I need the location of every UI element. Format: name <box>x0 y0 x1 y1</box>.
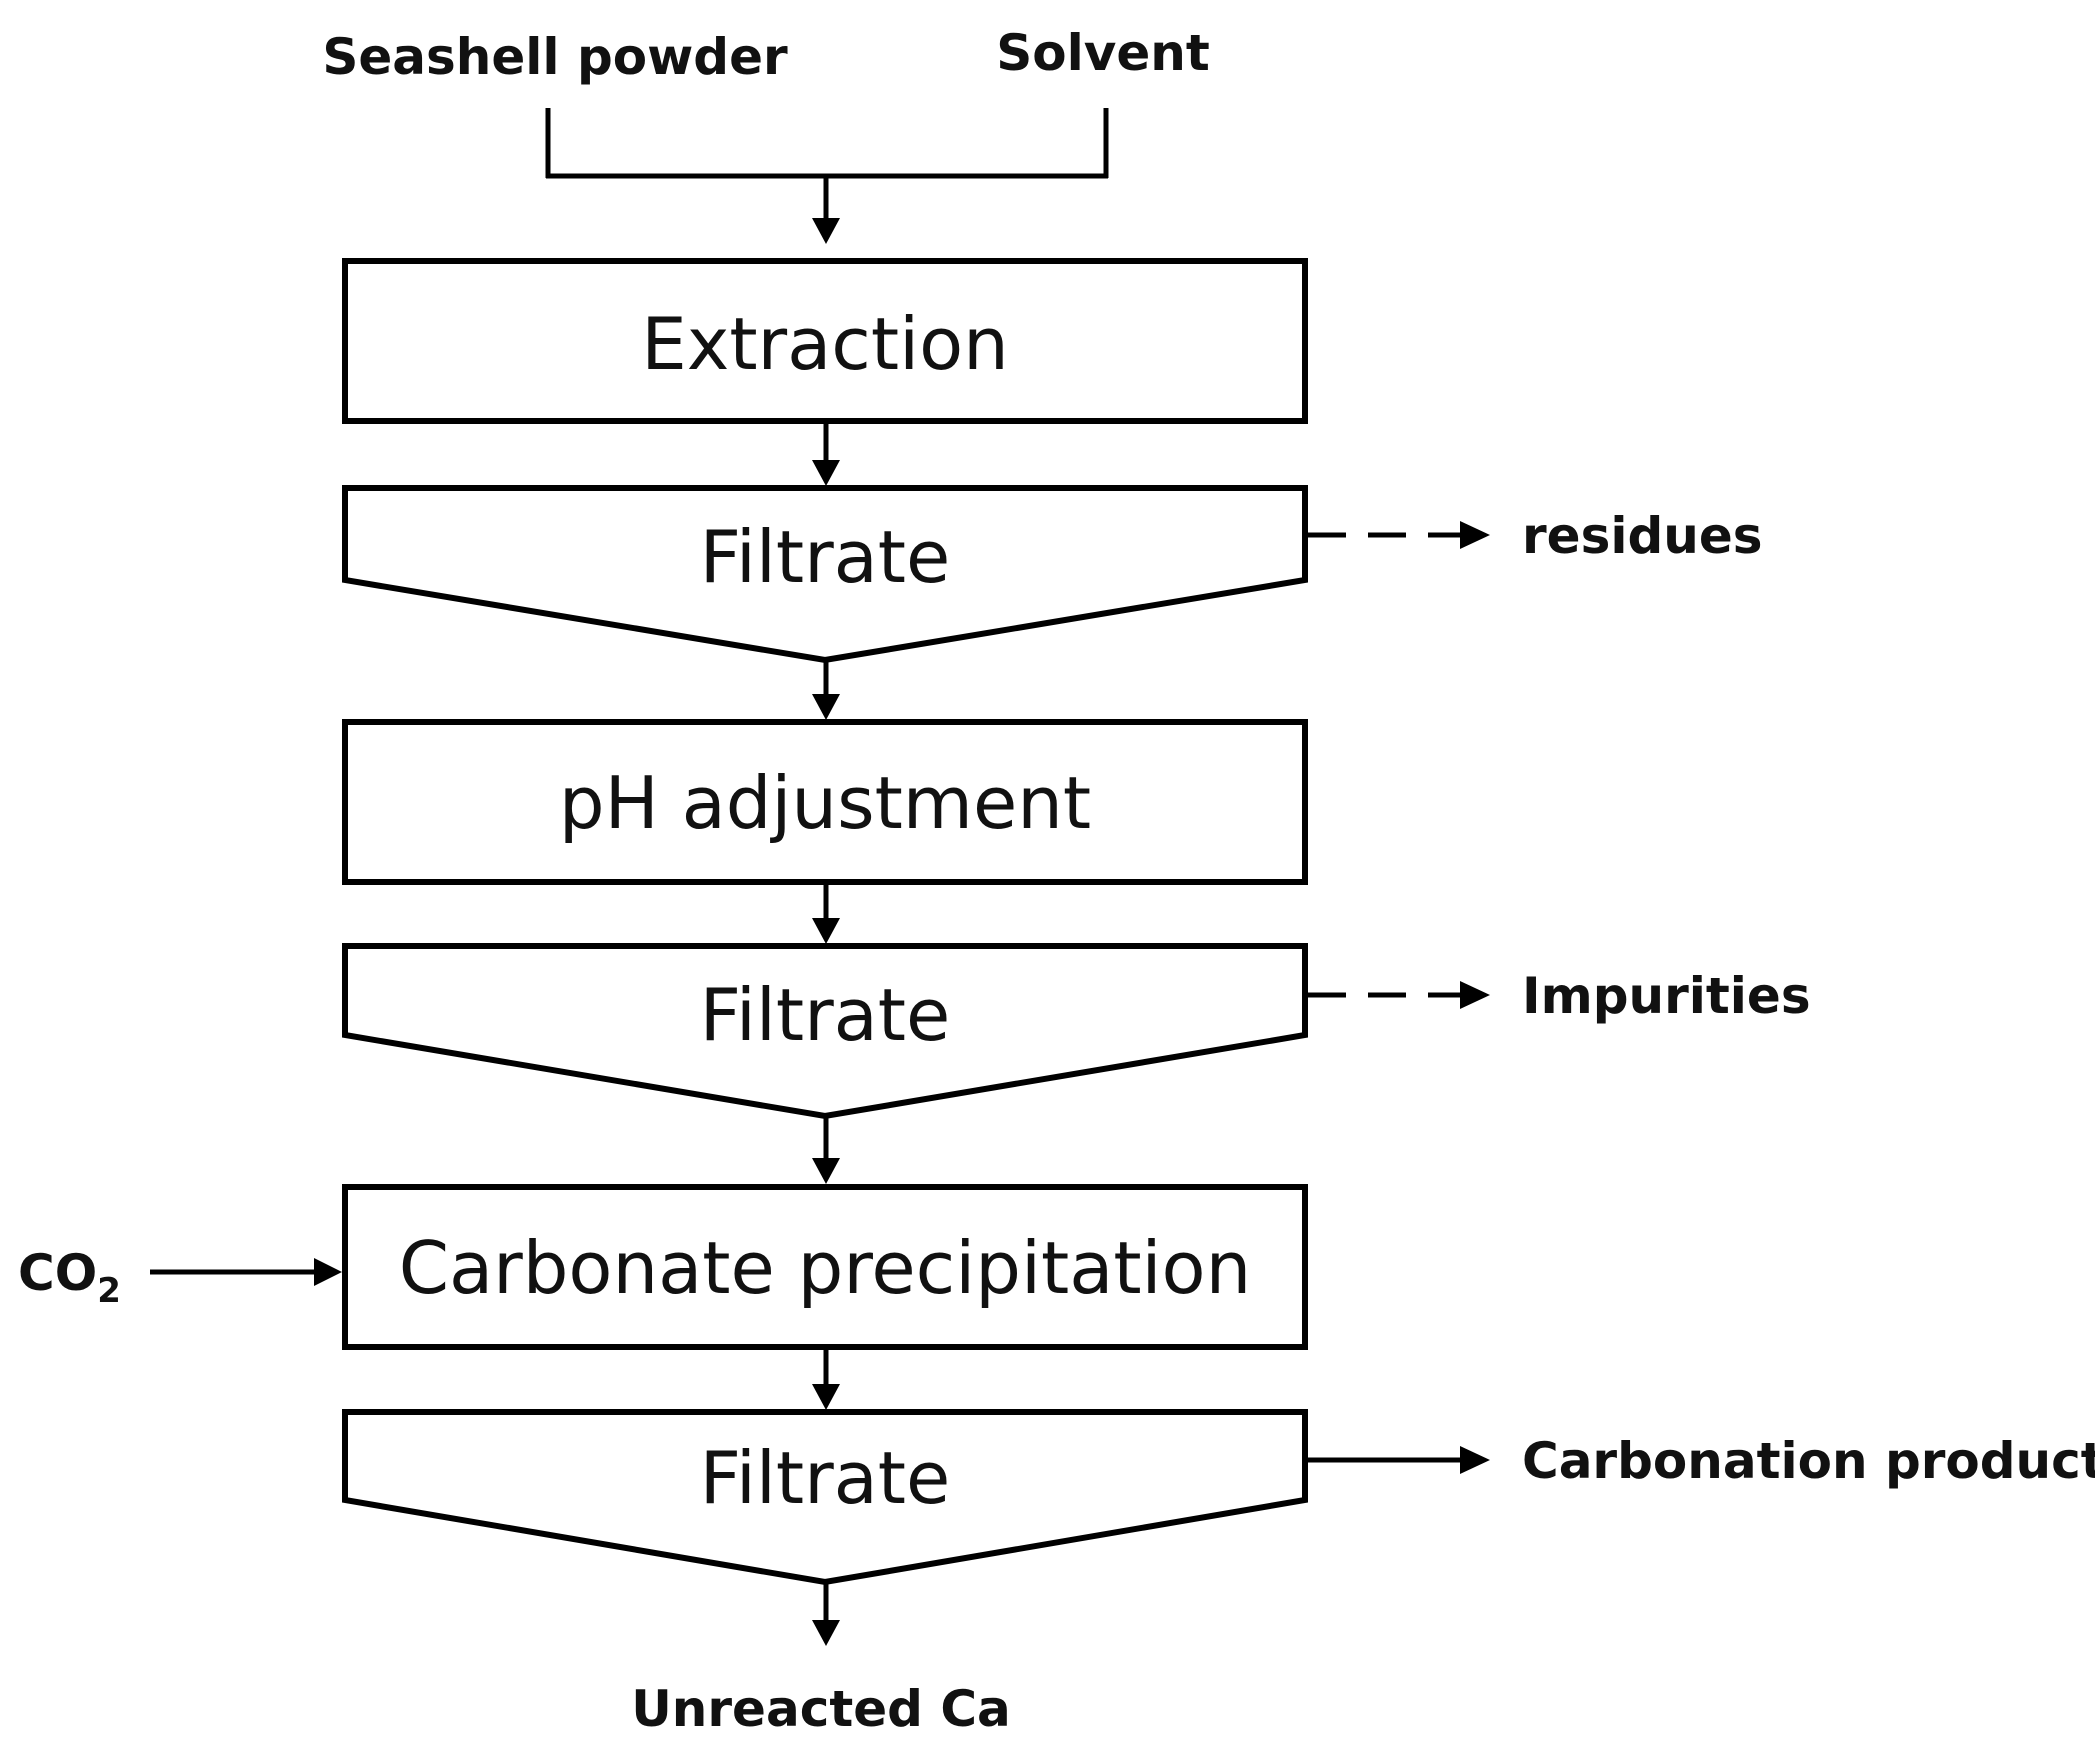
ph-adjustment-step: pH adjustment <box>342 719 1308 885</box>
arrow-extraction-to-filtrate <box>812 422 840 486</box>
filtrate-1-shape <box>342 485 1308 664</box>
carbonation-product-label: Carbonation product <box>1522 1432 2095 1490</box>
carbonate-precipitation-step: Carbonate precipitation <box>342 1184 1308 1350</box>
arrow-filtrate-to-ph <box>812 660 840 720</box>
filtrate-2-label: Filtrate <box>700 973 951 1057</box>
filtrate-2-shape <box>342 943 1308 1120</box>
arrow-carbonate-to-filtrate <box>812 1348 840 1410</box>
arrow-ph-to-filtrate <box>812 883 840 944</box>
arrow-to-residues <box>1308 521 1490 549</box>
extraction-step: Extraction <box>342 258 1308 424</box>
solvent-label: Solvent <box>996 24 1210 82</box>
filtrate-3-shape <box>342 1409 1308 1586</box>
arrow-filtrate-to-carbonate <box>812 1116 840 1184</box>
arrow-co2-to-carbonate <box>150 1258 342 1286</box>
ph-adjustment-box <box>342 719 1308 885</box>
co2-subscript: 2 <box>97 1271 121 1311</box>
co2-label: CO2 <box>18 1244 121 1311</box>
extraction-label: Extraction <box>641 302 1009 386</box>
filtrate-step-2: Filtrate <box>342 943 1308 1120</box>
arrow-to-unreacted-ca <box>812 1582 840 1646</box>
filtrate-step-1: Filtrate <box>342 485 1308 664</box>
seashell-powder-label: Seashell powder <box>322 28 788 86</box>
impurities-label: Impurities <box>1522 967 1811 1025</box>
co2-main-text: CO <box>18 1244 97 1302</box>
extraction-box <box>342 258 1308 424</box>
filtrate-3-label: Filtrate <box>700 1436 951 1520</box>
carbonate-precipitation-label: Carbonate precipitation <box>399 1226 1252 1310</box>
input-merge-connector <box>545 108 1109 244</box>
arrow-to-carbonation-product <box>1308 1446 1490 1474</box>
unreacted-ca-label: Unreacted Ca <box>631 1680 1011 1738</box>
filtrate-step-3: Filtrate <box>342 1409 1308 1586</box>
residues-label: residues <box>1522 507 1763 565</box>
carbonate-precipitation-box <box>342 1184 1308 1350</box>
ph-adjustment-label: pH adjustment <box>559 761 1091 845</box>
arrow-to-impurities <box>1308 981 1490 1009</box>
filtrate-1-label: Filtrate <box>700 515 951 599</box>
